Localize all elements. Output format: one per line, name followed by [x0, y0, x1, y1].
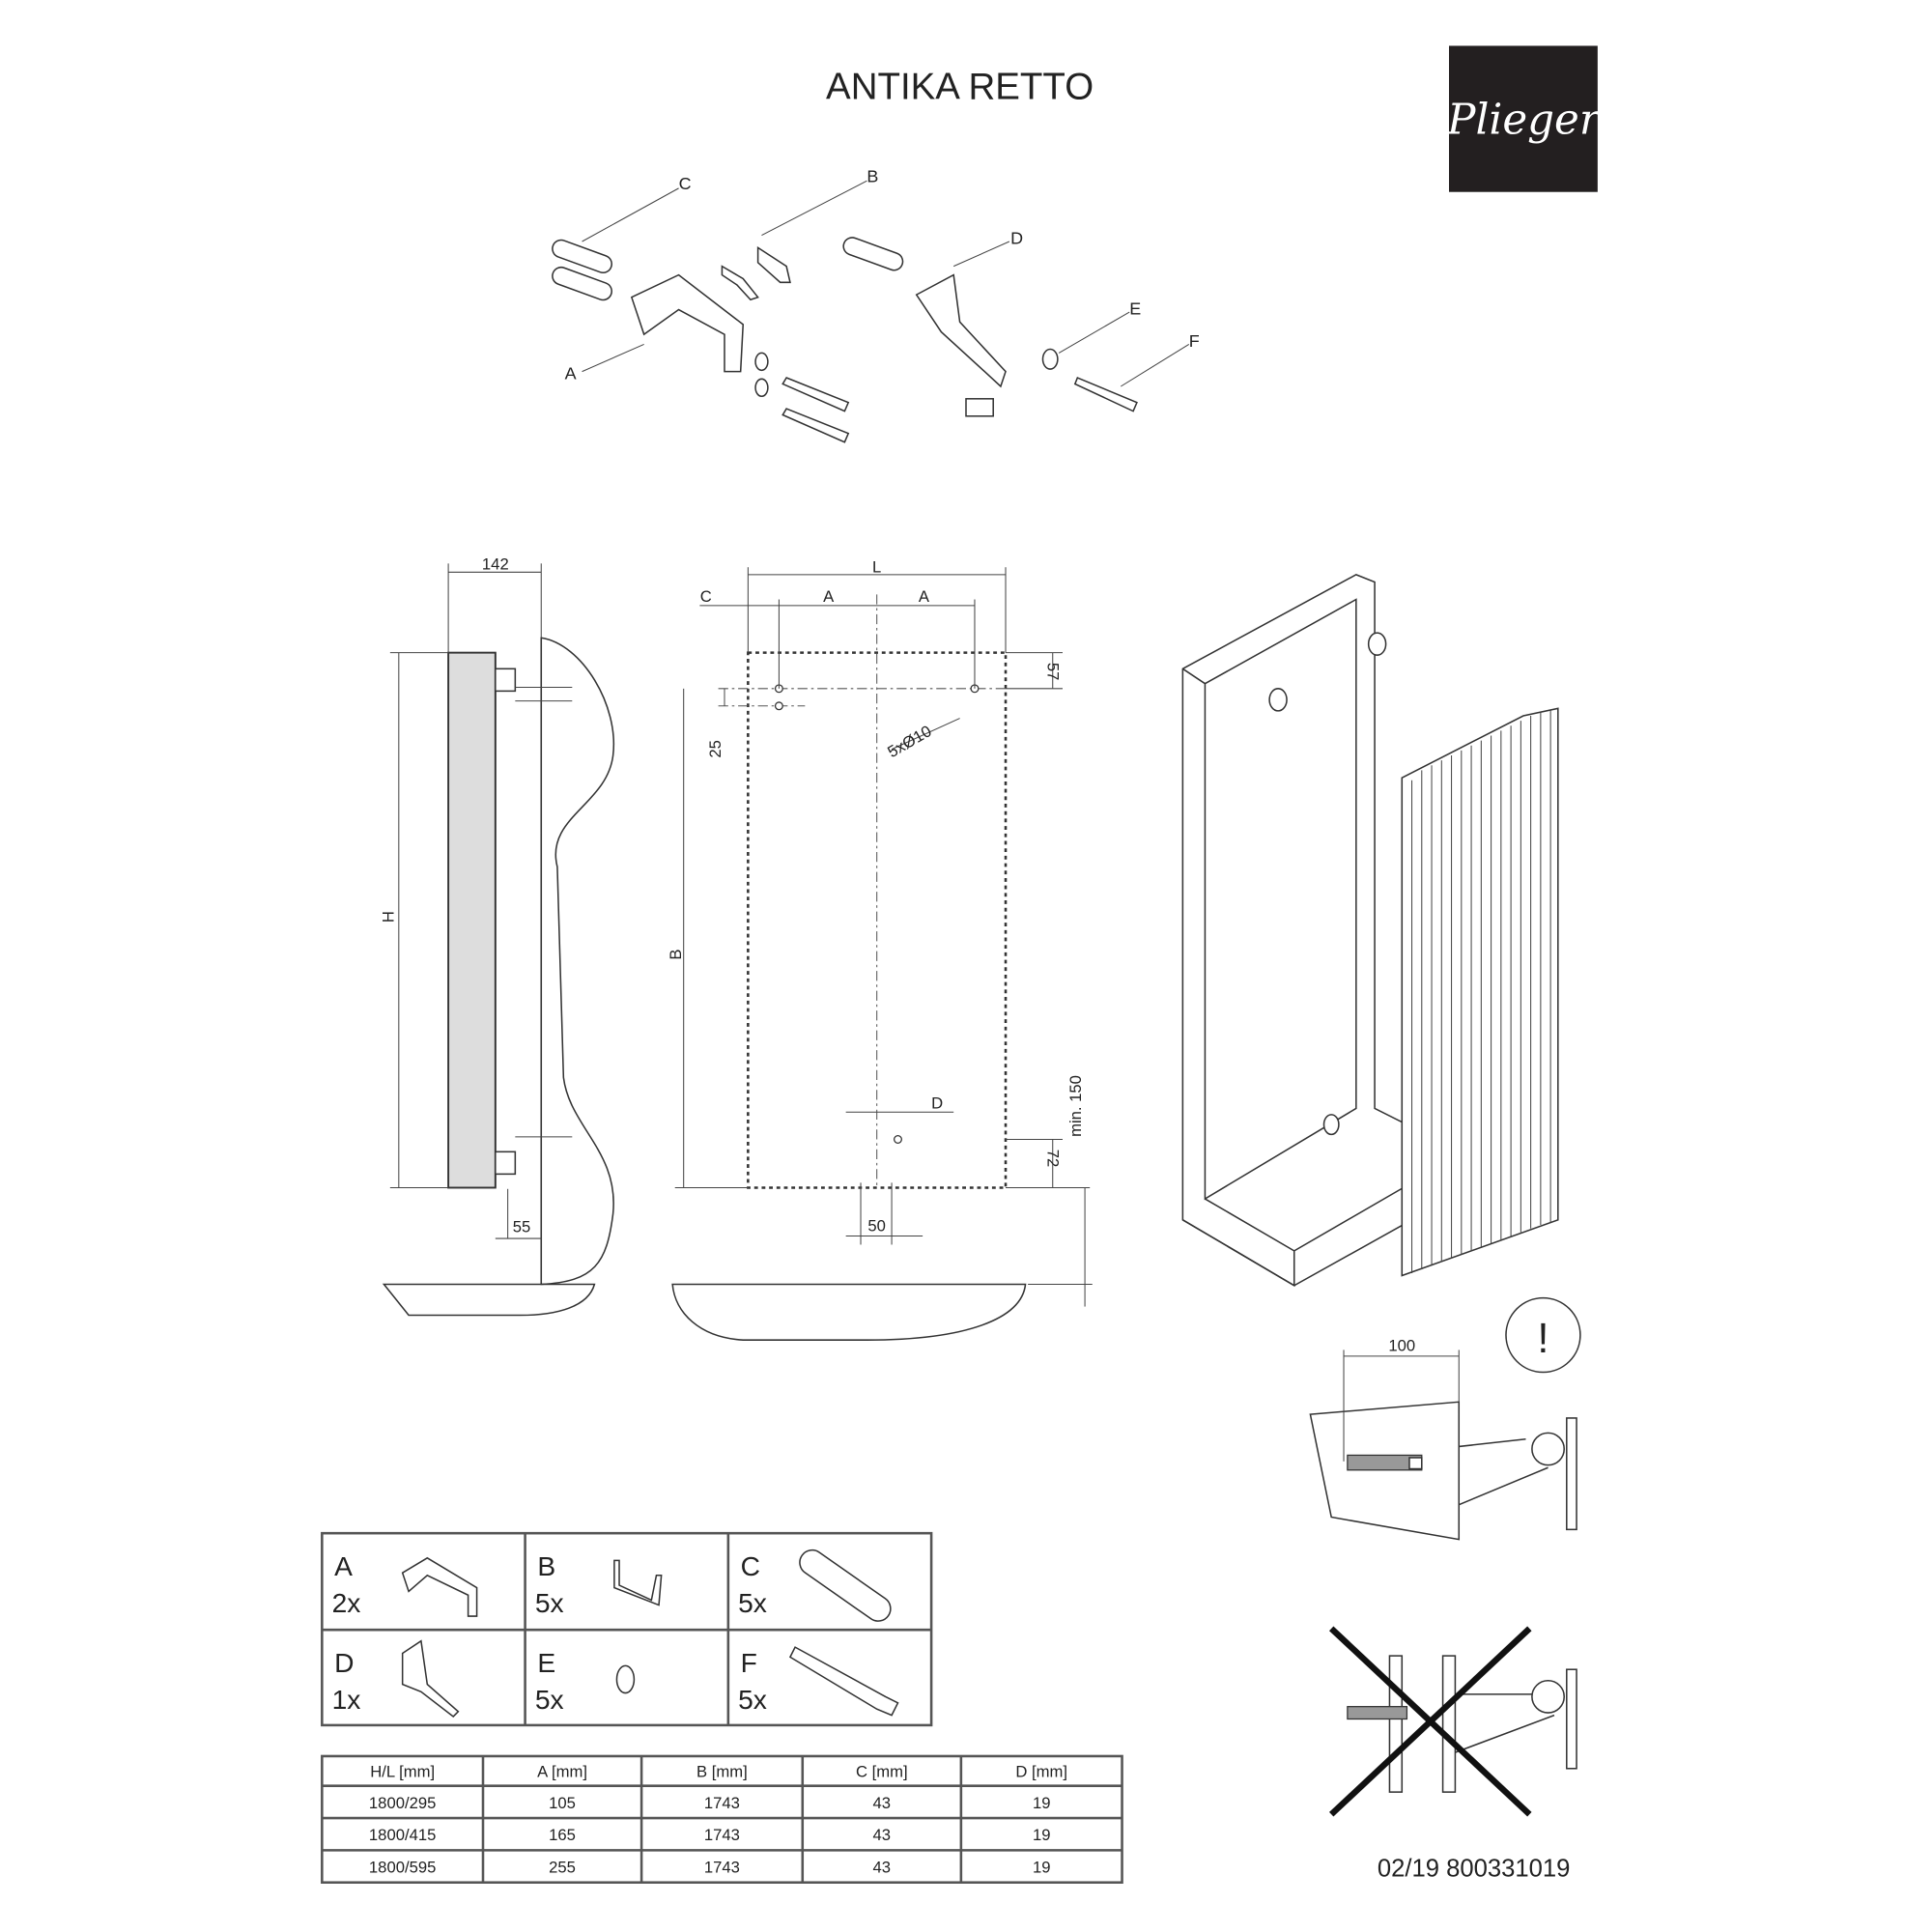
- table-row: 1800/295 105 1743 43 19: [369, 1794, 1051, 1812]
- svg-text:19: 19: [1033, 1826, 1051, 1844]
- svg-text:5x: 5x: [535, 1684, 564, 1715]
- svg-text:43: 43: [873, 1794, 892, 1812]
- svg-text:19: 19: [1033, 1858, 1051, 1876]
- svg-text:D [mm]: D [mm]: [1015, 1763, 1067, 1781]
- svg-text:H/L [mm]: H/L [mm]: [370, 1763, 435, 1781]
- callout-c: C: [679, 174, 692, 193]
- exploded-parts-diagram: C B D E F A: [552, 166, 1200, 443]
- parts-cell-d: D 1x: [332, 1639, 460, 1718]
- parts-cell-c: C 5x: [738, 1548, 892, 1622]
- dimension-table: H/L [mm] A [mm] B [mm] C [mm] D [mm] 180…: [321, 1754, 1123, 1885]
- svg-text:1743: 1743: [704, 1858, 740, 1876]
- wall-depth-detail: ! 100: [1309, 1296, 1581, 1541]
- wall-plug-c-icon: [799, 1548, 892, 1622]
- callout-d: D: [1010, 229, 1023, 248]
- warning-icon: [1505, 1296, 1581, 1374]
- svg-text:1800/295: 1800/295: [369, 1794, 436, 1812]
- bracket-d-icon: [401, 1639, 460, 1718]
- bracket-a-icon: [401, 1556, 478, 1617]
- svg-text:105: 105: [549, 1794, 576, 1812]
- parts-cell-b: B 5x: [535, 1550, 663, 1618]
- svg-text:5x: 5x: [535, 1587, 564, 1618]
- svg-text:C [mm]: C [mm]: [856, 1763, 908, 1781]
- parts-cell-e: E 5x: [535, 1647, 636, 1715]
- clip-b-icon: [613, 1559, 663, 1606]
- svg-text:C: C: [741, 1550, 760, 1581]
- dim-c: C: [700, 587, 712, 606]
- svg-text:B: B: [537, 1550, 555, 1581]
- table-row: 1800/595 255 1743 43 19: [369, 1858, 1051, 1876]
- dim-l: L: [872, 557, 881, 576]
- svg-text:43: 43: [873, 1858, 892, 1876]
- dim-55: 55: [513, 1218, 531, 1236]
- callout-b: B: [867, 166, 878, 185]
- dim-holes: 5xØ10: [885, 722, 935, 761]
- dim-25: 25: [706, 740, 724, 758]
- dim-d: D: [931, 1094, 943, 1112]
- svg-text:255: 255: [549, 1858, 576, 1876]
- svg-text:1743: 1743: [704, 1794, 740, 1812]
- dim-72: 72: [1044, 1150, 1063, 1168]
- callout-a: A: [565, 363, 577, 383]
- svg-text:A: A: [334, 1550, 353, 1581]
- svg-text:165: 165: [549, 1826, 576, 1844]
- svg-text:1800/415: 1800/415: [369, 1826, 436, 1844]
- dim-width-142: 142: [482, 555, 509, 574]
- dim-a-right: A: [919, 587, 930, 606]
- table-header: H/L [mm] A [mm] B [mm] C [mm] D [mm]: [370, 1763, 1067, 1781]
- svg-text:1800/595: 1800/595: [369, 1858, 436, 1876]
- svg-text:F: F: [741, 1647, 757, 1678]
- parts-list-table: A 2x B 5x C 5x D 1x E 5x F 5x: [321, 1531, 933, 1727]
- svg-text:E: E: [537, 1647, 555, 1678]
- dim-b: B: [667, 949, 685, 959]
- dim-min-150: min. 150: [1066, 1075, 1085, 1137]
- perspective-view-drawing: [1181, 574, 1559, 1288]
- front-view-drawing: L C A A 57 25 5xØ10 B D 72 min. 150 50: [667, 557, 1093, 1341]
- dim-50: 50: [867, 1216, 886, 1235]
- svg-text:2x: 2x: [332, 1587, 361, 1618]
- incorrect-mounting-detail: [1329, 1626, 1577, 1817]
- dim-100: 100: [1388, 1337, 1415, 1355]
- screw-f-icon: [788, 1646, 899, 1717]
- radiator-fins: [1411, 709, 1551, 1273]
- svg-text:D: D: [334, 1647, 354, 1678]
- table-row: 1800/415 165 1743 43 19: [369, 1826, 1051, 1844]
- document-code: 02/19 800331019: [1378, 1855, 1571, 1882]
- svg-text:19: 19: [1033, 1794, 1051, 1812]
- svg-text:B [mm]: B [mm]: [696, 1763, 748, 1781]
- svg-text:1743: 1743: [704, 1826, 740, 1844]
- svg-text:1x: 1x: [332, 1684, 361, 1715]
- brand-logo: Plieger: [1446, 45, 1602, 192]
- washer-e-icon: [615, 1664, 636, 1694]
- parts-cell-a: A 2x: [332, 1550, 478, 1618]
- logo-text: Plieger: [1446, 96, 1602, 144]
- svg-text:A [mm]: A [mm]: [537, 1763, 587, 1781]
- svg-text:5x: 5x: [738, 1587, 767, 1618]
- warning-mark: !: [1537, 1316, 1548, 1362]
- dim-57: 57: [1044, 663, 1063, 681]
- parts-cell-f: F 5x: [738, 1646, 899, 1717]
- side-view-drawing: 142 H 55: [380, 555, 615, 1317]
- dim-height-h: H: [380, 911, 398, 923]
- dim-a-left: A: [823, 587, 835, 606]
- cross-mark-icon: [1329, 1626, 1532, 1817]
- callout-e: E: [1129, 299, 1141, 319]
- svg-text:5x: 5x: [738, 1684, 767, 1715]
- svg-text:43: 43: [873, 1826, 892, 1844]
- document-title: ANTIKA RETTO: [826, 67, 1094, 108]
- callout-f: F: [1189, 331, 1200, 351]
